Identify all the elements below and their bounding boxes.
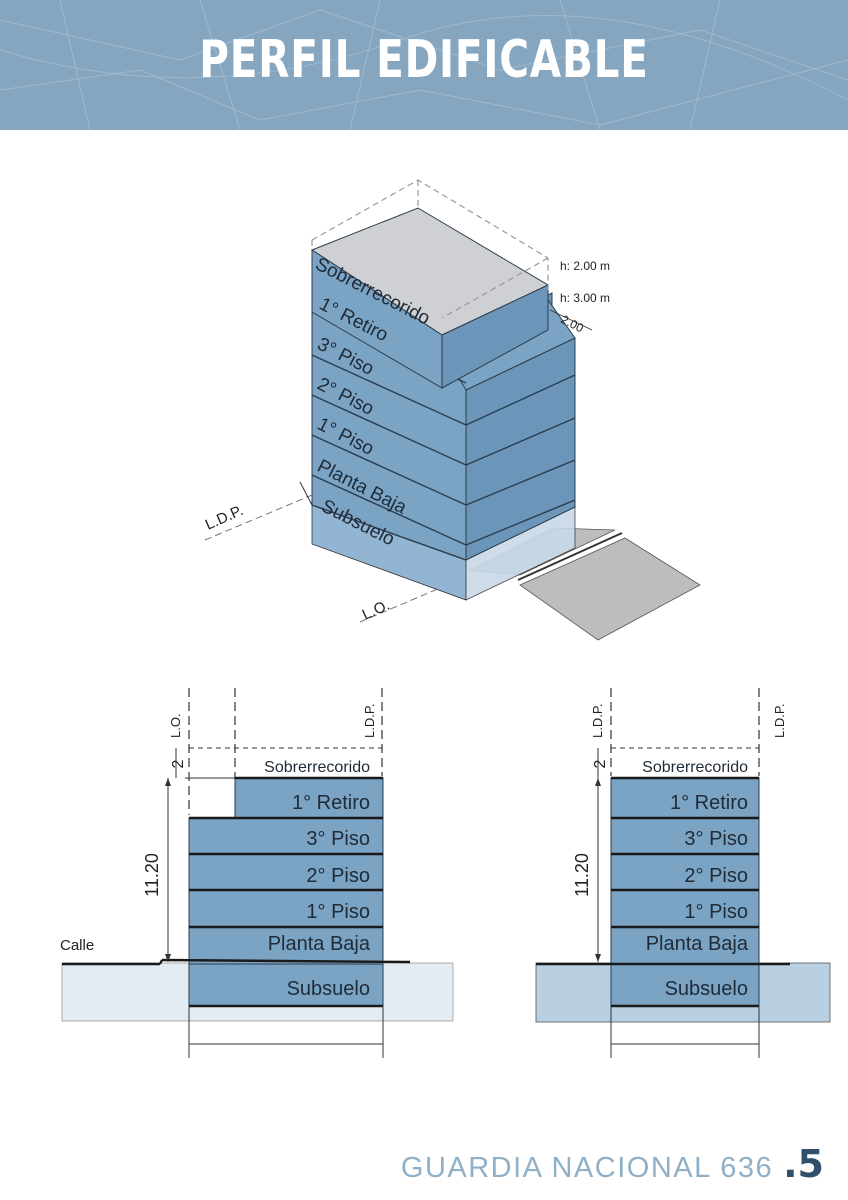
left-floor-piso-1: 1° Piso xyxy=(306,901,370,923)
street-surface xyxy=(519,537,701,641)
map-background xyxy=(0,0,848,130)
left-street-label: Calle xyxy=(60,937,94,954)
footer: GUARDIA NACIONAL 636 .5 xyxy=(401,1142,824,1192)
isometric-view: Sobrerrecorido 1° Retiro 3° Piso 2° Piso… xyxy=(203,179,701,641)
left-floor-piso-2: 2° Piso xyxy=(306,865,370,887)
right-floor-planta-baja: Planta Baja xyxy=(646,933,749,955)
left-dim-top: 2 xyxy=(170,759,187,768)
section-right: L.D.P. L.D.P. Sobrerrecorido 1° Retiro 3… xyxy=(535,688,831,1058)
left-floor-subsuelo: Subsuelo xyxy=(287,978,370,1000)
right-floor-subsuelo: Subsuelo xyxy=(665,978,748,1000)
page-title: PERFIL EDIFICABLE xyxy=(199,30,649,90)
right-floor-piso-2: 2° Piso xyxy=(684,865,748,887)
section-left: L.O. L.D.P. Sobrerrecorido 1° Retiro 3° … xyxy=(60,688,454,1058)
left-lo-label: L.O. xyxy=(168,713,183,738)
header-banner: PERFIL EDIFICABLE xyxy=(0,0,848,130)
left-floor-sobrerrecorido: Sobrerrecorido xyxy=(264,759,370,776)
right-floor-piso-3: 3° Piso xyxy=(684,828,748,850)
iso-lo-label: L.O. xyxy=(360,597,393,624)
left-floor-piso-3: 3° Piso xyxy=(306,828,370,850)
right-floor-retiro: 1° Retiro xyxy=(670,792,748,814)
left-floor-planta-baja: Planta Baja xyxy=(268,933,371,955)
footer-address: GUARDIA NACIONAL 636 xyxy=(400,1152,774,1184)
right-floor-piso-1: 1° Piso xyxy=(684,901,748,923)
iso-dim-h-mid: h: 3.00 m xyxy=(560,291,610,305)
left-dim-height: 11.20 xyxy=(142,853,162,897)
right-dim-height: 11.20 xyxy=(572,853,592,897)
left-ldp-label: L.D.P. xyxy=(362,704,377,738)
right-floor-sobrerrecorido: Sobrerrecorido xyxy=(642,759,748,776)
right-ldp-right-label: L.D.P. xyxy=(772,704,787,738)
iso-ldp-label: L.D.P. xyxy=(203,502,246,534)
page-number: .5 xyxy=(783,1142,824,1186)
building-diagrams: Sobrerrecorido 1° Retiro 3° Piso 2° Piso… xyxy=(60,179,831,1058)
right-ldp-left-label: L.D.P. xyxy=(590,704,605,738)
iso-dim-h-top: h: 2.00 m xyxy=(560,259,610,273)
right-dim-top: 2 xyxy=(592,759,609,768)
left-floor-retiro: 1° Retiro xyxy=(292,792,370,814)
